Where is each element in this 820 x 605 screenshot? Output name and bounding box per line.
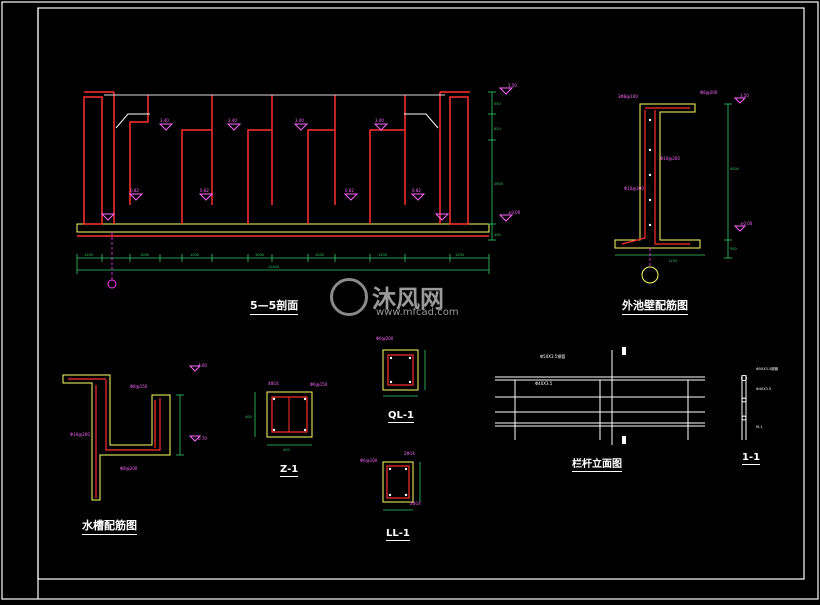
beam-ql1-drawing: Φ6@200 xyxy=(376,336,426,397)
railing-elevation-title: 栏杆立面图 xyxy=(572,455,622,472)
svg-text:3.50: 3.50 xyxy=(508,83,517,88)
svg-text:550: 550 xyxy=(494,102,501,106)
beam-ql1-title: QL-1 xyxy=(388,410,414,423)
svg-text:±0.00: ±0.00 xyxy=(740,221,753,226)
svg-text:0.82: 0.82 xyxy=(345,188,354,193)
svg-text:1200: 1200 xyxy=(378,253,387,257)
svg-text:400: 400 xyxy=(494,233,501,237)
svg-text:1200: 1200 xyxy=(190,253,199,257)
svg-text:Φ10@200: Φ10@200 xyxy=(660,156,680,161)
section-1-1-title: 1-1 xyxy=(742,452,761,465)
svg-text:3.50: 3.50 xyxy=(740,93,749,98)
section-5-5-drawing: 3.40 3.40 3.40 3.40 0.82 0.82 0.82 0.82 3.50… xyxy=(76,83,521,289)
svg-text:0.82: 0.82 xyxy=(412,188,421,193)
svg-text:1000: 1000 xyxy=(255,253,264,257)
svg-text:4Φ14: 4Φ14 xyxy=(268,381,279,386)
beam-ll1-drawing: Φ6@100 2Φ14 2Φ14 xyxy=(360,451,421,511)
svg-text:0.82: 0.82 xyxy=(130,188,139,193)
svg-text:Φ6@200: Φ6@200 xyxy=(376,336,394,341)
svg-text:0.82: 0.82 xyxy=(200,188,209,193)
section-1-1-drawing: Φ50X3.5钢管 Φ40X3.5M-1 xyxy=(741,366,779,440)
svg-text:Φ40X3.5: Φ40X3.5 xyxy=(535,381,553,386)
svg-text:Φ8@200: Φ8@200 xyxy=(120,466,138,471)
svg-text:Φ40X3.5: Φ40X3.5 xyxy=(756,387,771,391)
svg-text:Φ6@150: Φ6@150 xyxy=(310,382,328,387)
svg-text:1000: 1000 xyxy=(315,253,324,257)
svg-text:Φ6@100: Φ6@100 xyxy=(360,458,378,463)
svg-text:10400: 10400 xyxy=(268,265,279,269)
svg-text:4000: 4000 xyxy=(730,167,739,171)
svg-text:400: 400 xyxy=(283,448,290,452)
watermark-brand: 沐风网 xyxy=(372,285,444,313)
svg-text:Φ10@200: Φ10@200 xyxy=(70,432,90,437)
section-5-5-title: 5—5剖面 xyxy=(250,297,299,315)
svg-text:1150: 1150 xyxy=(668,259,677,263)
svg-text:3.40: 3.40 xyxy=(295,118,304,123)
svg-text:1200: 1200 xyxy=(455,253,464,257)
svg-text:1200: 1200 xyxy=(84,253,93,257)
svg-text:400: 400 xyxy=(245,415,252,419)
svg-text:2600: 2600 xyxy=(494,182,503,186)
svg-text:3.40: 3.40 xyxy=(228,118,237,123)
svg-text:4.00: 4.00 xyxy=(198,363,207,368)
beam-ll1-title: LL-1 xyxy=(386,528,410,541)
svg-text:3.40: 3.40 xyxy=(160,118,169,123)
svg-text:2Φ14: 2Φ14 xyxy=(404,451,415,456)
svg-text:±0.00: ±0.00 xyxy=(508,210,521,215)
railing-elevation-drawing: Φ50X3.5钢管 Φ40X3.5 xyxy=(495,347,705,445)
watermark-url: www.mfcad.com xyxy=(376,307,459,318)
outer-wall-rebar-title: 外池壁配筋图 xyxy=(622,297,688,315)
svg-text:M-1: M-1 xyxy=(756,425,763,429)
column-z1-title: Z-1 xyxy=(280,464,299,477)
svg-text:Φ50X3.5钢管: Φ50X3.5钢管 xyxy=(540,353,565,359)
svg-text:Φ8@150: Φ8@150 xyxy=(130,384,148,389)
svg-text:Φ10@200: Φ10@200 xyxy=(624,186,644,191)
svg-text:2Φ14: 2Φ14 xyxy=(410,501,421,506)
svg-text:620: 620 xyxy=(494,127,501,131)
svg-text:0.70: 0.70 xyxy=(198,436,207,441)
svg-text:Φ50X3.5钢管: Φ50X3.5钢管 xyxy=(756,366,779,371)
svg-text:3Φ8@100: 3Φ8@100 xyxy=(618,94,638,99)
svg-text:3.40: 3.40 xyxy=(375,118,384,123)
column-z1-drawing: 400 400 4Φ14 Φ6@150 xyxy=(245,381,328,452)
svg-text:1000: 1000 xyxy=(140,253,149,257)
watermark-logo-icon xyxy=(330,278,368,316)
svg-text:Φ8@200: Φ8@200 xyxy=(700,90,718,95)
trough-rebar-title: 水槽配筋图 xyxy=(82,517,137,535)
svg-text:500: 500 xyxy=(730,247,737,251)
